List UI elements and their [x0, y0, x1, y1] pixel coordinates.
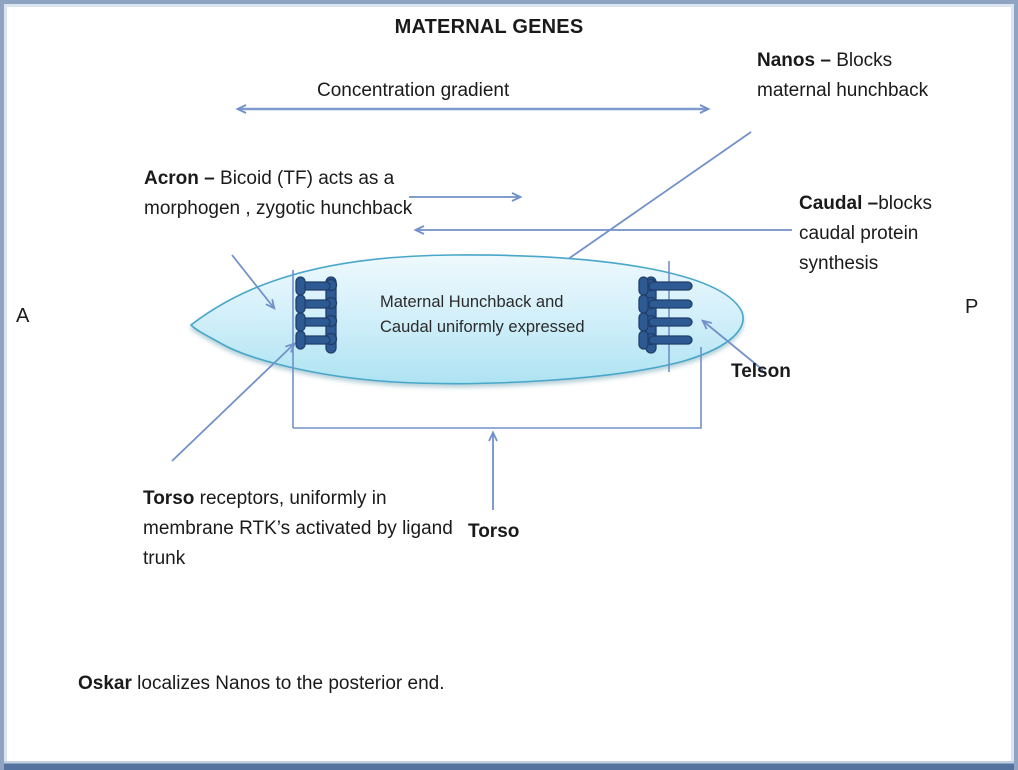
embryo-caption: Maternal Hunchback and Caudal uniformly … [380, 293, 585, 336]
nanos-annotation: Nanos – Blocks maternal hunchback [757, 46, 929, 106]
torso-label: Torso [468, 521, 520, 542]
caudal-term: Caudal – [799, 193, 879, 214]
torso-receptors-term: Torso [143, 488, 195, 509]
diagram-artwork [171, 104, 792, 510]
posterior-receptor-icon [638, 276, 693, 354]
torso-receptors-pointer-arrow [171, 342, 296, 462]
concentration-gradient-label: Concentration gradient [317, 80, 510, 101]
anterior-receptor-icon [295, 276, 338, 354]
acron-desc: Bicoid (TF) acts as a morphogen , zygoti… [144, 168, 413, 219]
nanos-desc: Blocks maternal hunchback [757, 50, 929, 101]
oskar-annotation: Oskar localizes Nanos to the posterior e… [78, 669, 698, 699]
torso-receptors-desc: receptors, uniformly in membrane RTK’s a… [143, 488, 453, 569]
acron-term: Acron – [144, 168, 215, 189]
torso-receptors-annotation: Torso receptors, uniformly in membrane R… [143, 484, 461, 574]
nanos-term: Nanos – [757, 50, 831, 71]
caudal-desc: blocks caudal protein synthesis [799, 193, 933, 274]
telson-label: Telson [731, 361, 791, 382]
anterior-label: A [16, 305, 30, 327]
caudal-annotation: Caudal –blocks caudal protein synthesis [799, 189, 963, 279]
oskar-desc: localizes Nanos to the posterior end. [131, 673, 445, 694]
acron-pointer-arrow [231, 254, 276, 311]
diagram-title: MATERNAL GENES [394, 16, 584, 38]
acron-annotation: Acron – Bicoid (TF) acts as a morphogen … [144, 164, 428, 224]
torso-bracket [293, 347, 702, 429]
telson-pointer-arrow [700, 319, 764, 371]
posterior-label: P [965, 296, 979, 318]
oskar-term: Oskar [78, 673, 132, 694]
